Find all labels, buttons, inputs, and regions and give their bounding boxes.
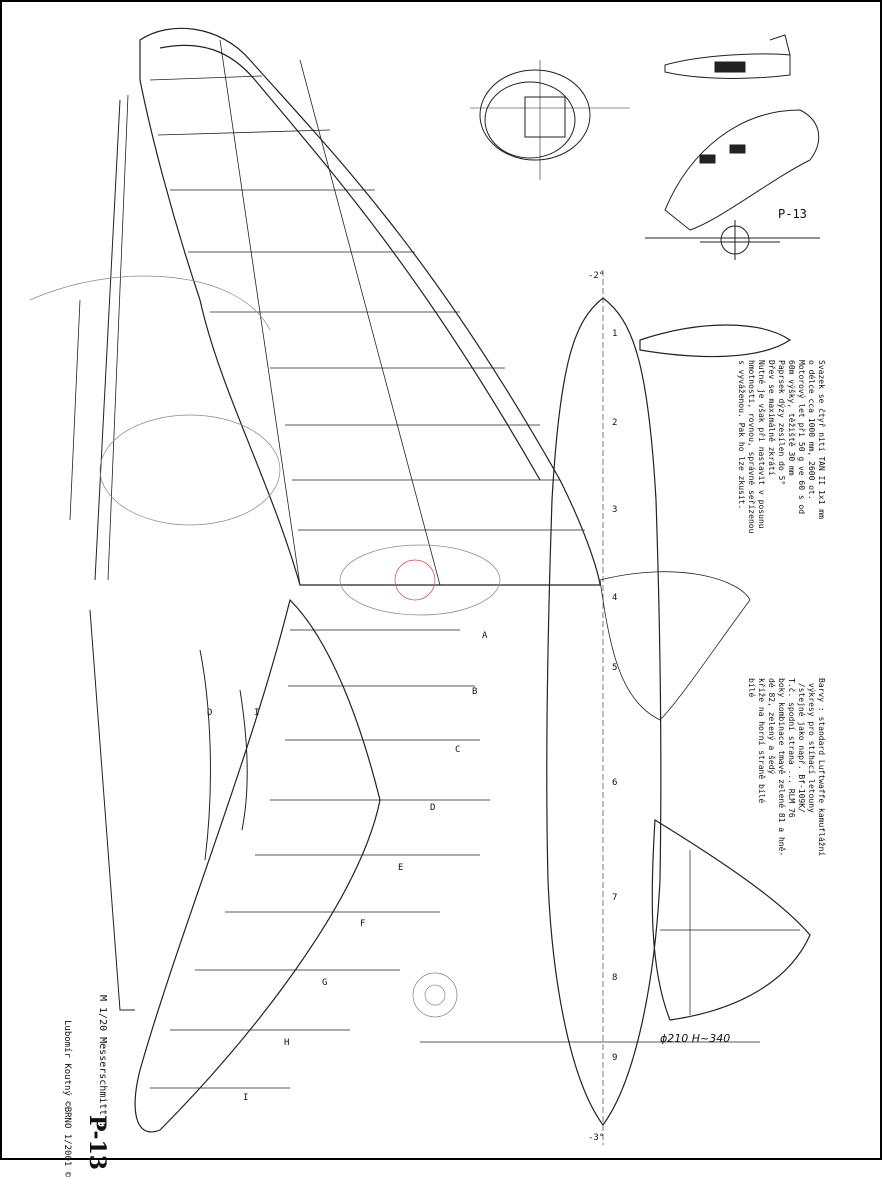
station-label: 1 <box>612 329 617 339</box>
thumb-label: P-13 <box>778 207 807 221</box>
station-label: 9 <box>612 1053 617 1063</box>
rib-letter: B <box>472 687 477 697</box>
station-label: 8 <box>612 973 617 983</box>
scale-line: M 1/20 Messerschmitt : <box>97 995 108 1128</box>
station-label: 6 <box>612 778 617 788</box>
rib-letter: E <box>398 863 403 873</box>
dimension-label: ϕ210 H~340 <box>660 1032 731 1045</box>
specs-note: Svazek se čtyř nití TAN II 1x1 mm o délc… <box>737 360 826 534</box>
rib-letter: A <box>482 631 488 641</box>
rib-letter: G <box>322 978 327 988</box>
station-label: 3 <box>612 505 617 515</box>
author-line: Lubomír Koutný ©BRNO 1/2001 © <box>62 1020 72 1177</box>
three-view-thumbnails <box>645 34 820 260</box>
angle-bottom: -3° <box>588 1133 604 1143</box>
fuselage-section <box>470 60 630 180</box>
model-title: P-13 <box>84 1115 110 1171</box>
station-label: 2 <box>612 418 617 428</box>
rib-letter: C <box>455 745 460 755</box>
rib-letters: A B C D E F G H I D I <box>207 631 488 1103</box>
rib-letter: H <box>284 1038 289 1048</box>
rib-letter: I <box>243 1093 248 1103</box>
side-rib-label: D <box>207 708 212 718</box>
station-label: 7 <box>612 893 617 903</box>
colors-note: Barvy : standard Luftwaffe kamuflážní vý… <box>747 678 826 857</box>
station-label: 4 <box>612 593 617 603</box>
fuselage-top-view <box>546 270 792 1145</box>
wing-top-view <box>69 27 601 586</box>
station-label: 5 <box>612 663 617 673</box>
wing-lower-view <box>89 598 490 1133</box>
guide-arcs <box>29 275 501 1018</box>
station-labels: 1 2 3 4 5 6 7 8 9 <box>612 329 617 1063</box>
side-rib-label: I <box>254 708 259 718</box>
tail-fin <box>651 818 811 1021</box>
rib-letter: D <box>430 803 435 813</box>
rib-letter: F <box>360 919 365 929</box>
angle-top: -2° <box>588 271 604 281</box>
